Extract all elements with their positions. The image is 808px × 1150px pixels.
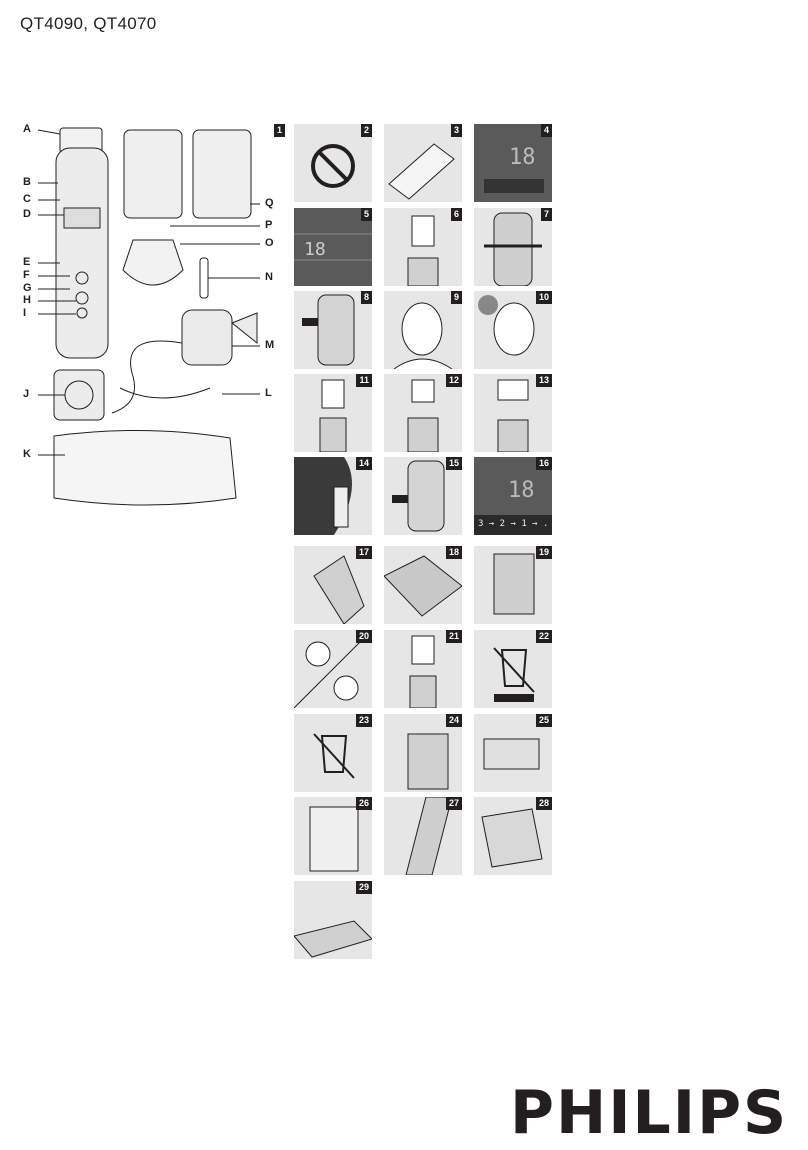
figure-panel: 18 (384, 546, 462, 624)
figure-number: 8 (360, 291, 372, 304)
figure-number: 1 (273, 124, 285, 137)
figure-panel: 22 (474, 630, 552, 708)
figure-number: 25 (535, 714, 552, 727)
figure-number: 9 (450, 291, 462, 304)
callout-q: Q (265, 197, 274, 209)
figure-panel: 27 (384, 797, 462, 875)
figure-panel: 6 (384, 208, 462, 286)
figure-number: 26 (355, 797, 372, 810)
figure-number: 28 (535, 797, 552, 810)
callout-g: G (23, 282, 32, 294)
brand-logo: PHILIPS (510, 1078, 789, 1148)
figure-number: 10 (535, 291, 552, 304)
figure-number: 22 (535, 630, 552, 643)
figure-panel: 3 (384, 124, 462, 202)
callout-m: M (265, 339, 275, 351)
figure-panel: 28 (474, 797, 552, 875)
figure-panel: 7 (474, 208, 552, 286)
figure-panel: 18 5 (294, 208, 372, 286)
figure-panel: 14 (294, 457, 372, 535)
figure-number: 14 (355, 457, 372, 470)
figure-number: 3 (450, 124, 462, 137)
figure-number: 29 (355, 881, 372, 894)
figure-panel: 24 (384, 714, 462, 792)
figure-number: 7 (540, 208, 552, 221)
callout-b: B (23, 176, 31, 188)
callout-e: E (23, 256, 31, 268)
callout-o: O (265, 237, 274, 249)
figure-panel: 9 (384, 291, 462, 369)
figure-panel: 18 16 3 → 2 → 1 → . (474, 457, 552, 535)
figure-number: 12 (445, 374, 462, 387)
svg-text:18: 18 (509, 145, 536, 170)
figure-panel: 20 (294, 630, 372, 708)
figure-panel: 19 (474, 546, 552, 624)
figure-panel: 25 (474, 714, 552, 792)
figure-number: 6 (450, 208, 462, 221)
figure-number: 20 (355, 630, 372, 643)
callout-l: L (265, 387, 272, 399)
figure-panel: 11 (294, 374, 372, 452)
figure-number: 15 (445, 457, 462, 470)
callout-i: I (23, 307, 27, 319)
figure-panel: 13 (474, 374, 552, 452)
callout-j: J (23, 388, 30, 400)
figure-number: 18 (445, 546, 462, 559)
figure-number: 19 (535, 546, 552, 559)
figure-panel: 2 (294, 124, 372, 202)
figure-number: 2 (360, 124, 372, 137)
product-overview-figure: 1 (20, 118, 285, 538)
figure-panel: 8 (294, 291, 372, 369)
svg-text:18: 18 (304, 239, 326, 260)
figure-number: 23 (355, 714, 372, 727)
product-overview-drawing (37, 127, 260, 506)
callout-n: N (265, 271, 273, 283)
callout-f: F (23, 269, 30, 281)
figure-number: 24 (445, 714, 462, 727)
figure-number: 16 (535, 457, 552, 470)
figure-number: 27 (445, 797, 462, 810)
figure-panel: 26 (294, 797, 372, 875)
figure-panel: 15 (384, 457, 462, 535)
figure-number: 21 (445, 630, 462, 643)
figure-panel: 18 4 (474, 124, 552, 202)
callout-h: H (23, 294, 31, 306)
figure-panel: 23 (294, 714, 372, 792)
model-number: QT4090, QT4070 (20, 14, 157, 33)
callout-c: C (23, 193, 31, 205)
figure-number: 17 (355, 546, 372, 559)
figure-panel: 21 (384, 630, 462, 708)
svg-text:18: 18 (508, 478, 535, 503)
callout-p: P (265, 219, 273, 231)
callout-a: A (23, 123, 31, 135)
figure-number: 13 (535, 374, 552, 387)
sequence-readout: 3 → 2 → 1 → . (478, 519, 549, 529)
figure-panel: 12 (384, 374, 462, 452)
figure-number: 4 (540, 124, 552, 137)
figure-panel: 17 (294, 546, 372, 624)
callout-d: D (23, 208, 31, 220)
figure-panel: 10 (474, 291, 552, 369)
figure-number: 11 (356, 374, 372, 387)
figure-panel: 29 (294, 881, 372, 959)
callout-k: K (23, 448, 31, 460)
figure-number: 5 (360, 208, 372, 221)
